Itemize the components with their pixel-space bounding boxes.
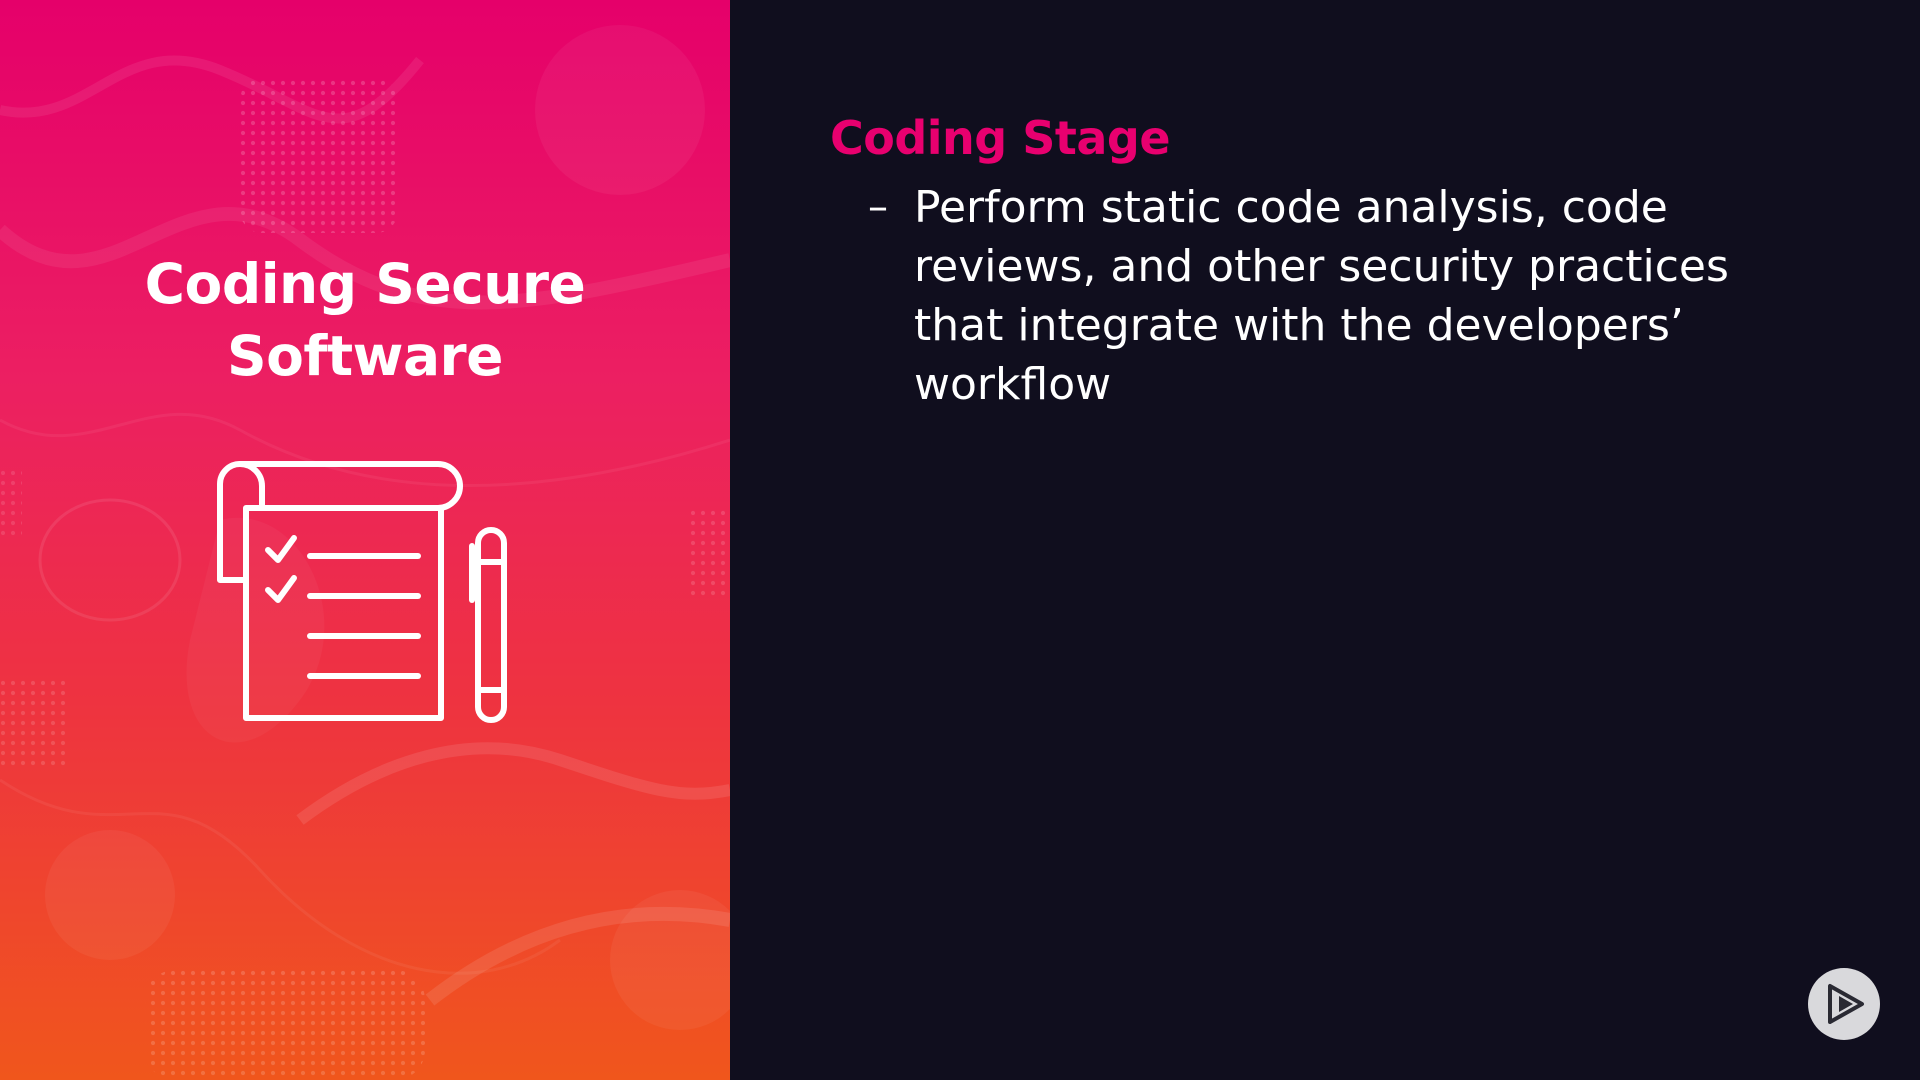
bullet-dash: – [868, 184, 888, 230]
bullet-list: – Perform static code analysis, code rev… [868, 178, 1868, 414]
bullet-text: Perform static code analysis, code revie… [914, 182, 1729, 410]
section-title-line-1: Coding Secure [144, 252, 586, 316]
left-panel: Coding Secure Software [0, 0, 730, 1080]
topic-heading: Coding Stage [830, 111, 1171, 165]
content-panel: Coding Stage – Perform static code analy… [730, 0, 1920, 1080]
section-title-line-2: Software [227, 324, 503, 388]
bullet-item: – Perform static code analysis, code rev… [868, 178, 1868, 414]
section-title: Coding Secure Software [0, 248, 730, 392]
play-logo-button[interactable] [1808, 968, 1880, 1040]
decorative-background [0, 25, 730, 1080]
checklist-with-pen-icon [217, 461, 507, 723]
play-logo-icon [1828, 984, 1864, 1024]
